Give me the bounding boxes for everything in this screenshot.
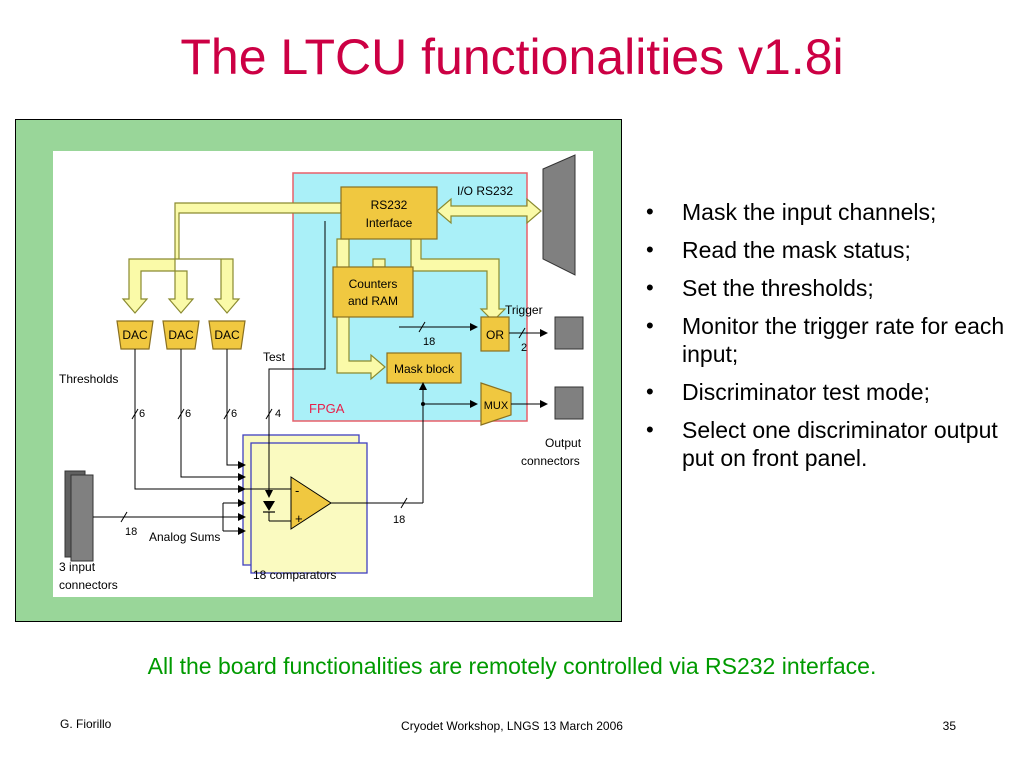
mux-connector xyxy=(554,386,584,420)
rs232-block xyxy=(340,186,438,240)
test-width: 4 xyxy=(275,408,281,420)
bullet-item: • Monitor the trigger rate for each input… xyxy=(646,312,1016,368)
input-connector-front xyxy=(70,474,94,562)
bullet-item: • Select one discriminator output put on … xyxy=(646,416,1016,472)
mask-bus-slash xyxy=(418,321,426,333)
dac-3: DAC xyxy=(208,320,246,350)
fpga-label: FPGA xyxy=(309,401,345,416)
bullet-dot: • xyxy=(646,313,654,338)
bullet-list: • Mask the input channels; • Read the mask… xyxy=(646,198,1016,482)
io-rs232-arrow xyxy=(436,197,542,225)
opamp-plus: + xyxy=(295,511,303,526)
bullet-item: • Discriminator test mode; xyxy=(646,378,1016,406)
mux-block xyxy=(480,382,512,426)
bullet-dot: • xyxy=(646,237,654,262)
test-line xyxy=(265,221,326,498)
thresholds-label: Thresholds xyxy=(59,372,118,386)
threshold-line-2 xyxy=(180,349,246,481)
footer-author: G. Fiorillo xyxy=(60,717,112,731)
bullet-text: Monitor the trigger rate for each input; xyxy=(682,313,1005,367)
analog-sums-label: Analog Sums xyxy=(149,530,220,544)
thr1-slash xyxy=(131,408,139,420)
block-diagram-svg: FPGA I/O RS232 RS232 Interface xyxy=(59,154,584,592)
or-output-slash xyxy=(518,327,526,339)
rs232-connector xyxy=(542,154,576,276)
bullet-dot: • xyxy=(646,275,654,300)
thr2-width: 6 xyxy=(185,408,191,420)
comp-out-width: 18 xyxy=(393,514,405,526)
svg-text:DAC: DAC xyxy=(168,328,194,342)
thr3-slash xyxy=(223,408,231,420)
trigger-label: Trigger xyxy=(505,303,543,317)
dac-1: DAC xyxy=(116,320,154,350)
threshold-line-1 xyxy=(134,349,246,493)
thr1-width: 6 xyxy=(139,408,145,420)
comp-out-slash xyxy=(400,497,408,509)
bullet-text: Mask the input channels; xyxy=(682,199,937,225)
or-output-width: 2 xyxy=(521,342,527,354)
test-slash xyxy=(265,408,273,420)
bullet-text: Read the mask status; xyxy=(682,237,911,263)
bullet-text: Discriminator test mode; xyxy=(682,379,930,405)
bullet-item: • Set the thresholds; xyxy=(646,274,1016,302)
bullet-dot: • xyxy=(646,379,654,404)
footer-event: Cryodet Workshop, LNGS 13 March 2006 xyxy=(401,719,623,733)
footer-page-number: 35 xyxy=(942,719,956,733)
analog-width: 18 xyxy=(125,526,137,538)
bullet-item: • Read the mask status; xyxy=(646,236,1016,264)
rs232-block-label-2: Interface xyxy=(366,216,413,230)
input-label-1: 3 input xyxy=(59,560,96,574)
comparator-opamp xyxy=(290,476,332,530)
figure-frame: FPGA I/O RS232 RS232 Interface xyxy=(15,119,622,622)
input-label-2: connectors xyxy=(59,578,118,592)
counters-block-label-1: Counters xyxy=(349,277,398,291)
output-label-1: Output xyxy=(545,436,582,450)
mask-bus-width: 18 xyxy=(423,336,435,348)
comparators-label: 18 comparators xyxy=(253,568,336,582)
trigger-connector xyxy=(554,316,584,350)
junction-dot xyxy=(421,402,425,406)
bullet-dot: • xyxy=(646,417,654,442)
svg-text:DAC: DAC xyxy=(214,328,240,342)
bullet-text: Select one discriminator output put on f… xyxy=(682,417,998,471)
output-label-2: connectors xyxy=(521,454,580,468)
threshold-line-3 xyxy=(226,349,246,469)
bullet-dot: • xyxy=(646,199,654,224)
analog-slash xyxy=(120,511,128,523)
mux-label: MUX xyxy=(484,400,509,412)
dac-2: DAC xyxy=(162,320,200,350)
thr3-width: 6 xyxy=(231,408,237,420)
counters-block xyxy=(332,266,414,318)
svg-text:DAC: DAC xyxy=(122,328,148,342)
thr2-slash xyxy=(177,408,185,420)
counters-block-label-2: and RAM xyxy=(348,294,398,308)
bullet-text: Set the thresholds; xyxy=(682,275,874,301)
io-rs232-label: I/O RS232 xyxy=(457,184,513,198)
bullet-item: • Mask the input channels; xyxy=(646,198,1016,226)
dac-bus xyxy=(121,202,342,314)
block-diagram: FPGA I/O RS232 RS232 Interface xyxy=(53,151,593,597)
mask-block xyxy=(386,352,462,384)
slide-title: The LTCU functionalities v1.8i xyxy=(180,29,844,85)
opamp-minus: - xyxy=(295,483,299,498)
mask-block-label: Mask block xyxy=(394,362,455,376)
or-gate xyxy=(480,316,510,352)
summary-text: All the board functionalities are remote… xyxy=(147,653,877,679)
rs232-block-label-1: RS232 xyxy=(371,198,408,212)
or-gate-label: OR xyxy=(486,328,504,342)
test-diode xyxy=(263,501,275,511)
test-label: Test xyxy=(263,350,286,364)
